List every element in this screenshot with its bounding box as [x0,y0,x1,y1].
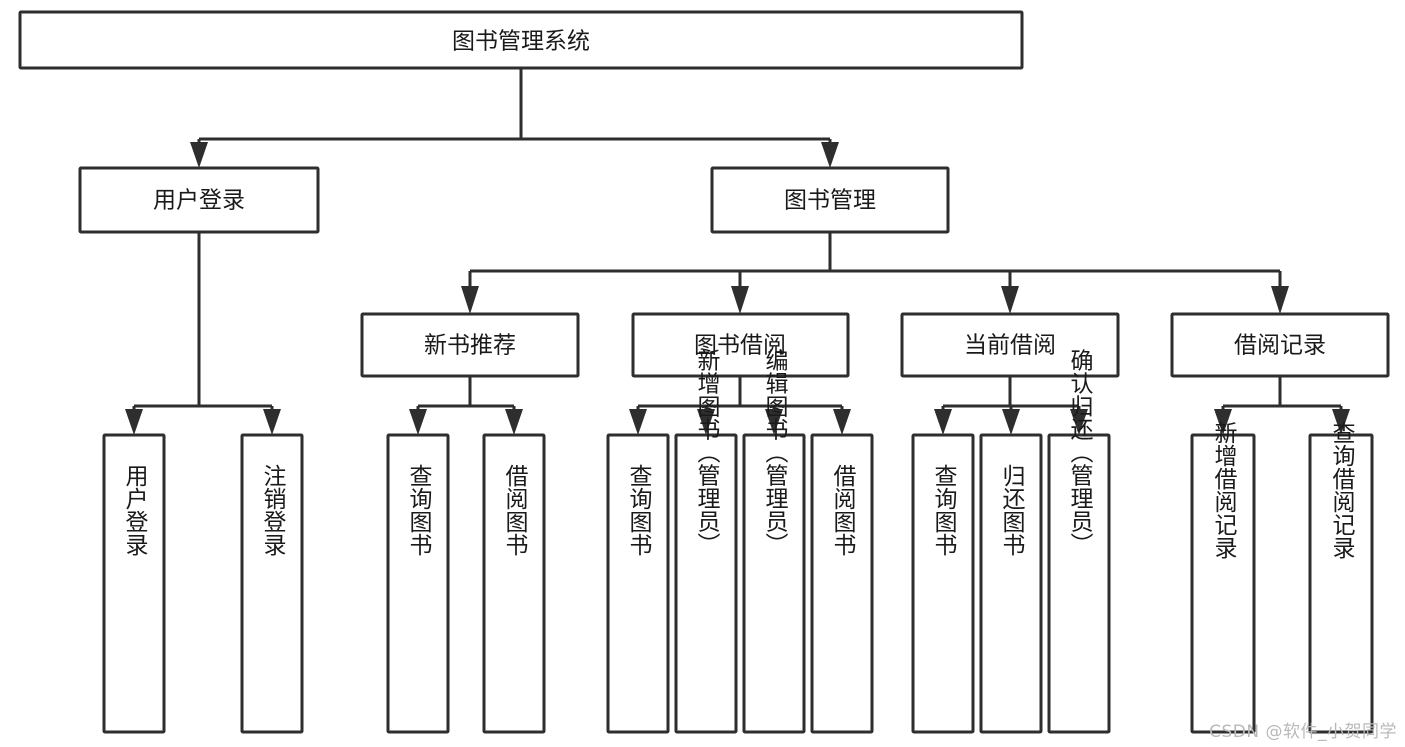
arrow-to-user-login-icon [190,142,208,168]
node-user-login-label: 用户登录 [153,188,245,214]
arrow-to-current-borrow-icon [1001,286,1019,314]
arrow-to-borrow-record-icon [1271,286,1289,314]
node-leaf-query-book-1-label: 查询图书 [405,464,433,556]
node-leaf-query-book-2-box[interactable] [606,433,670,734]
arrow-to-book-borrow-icon [731,286,749,314]
arrow-to-leaf-logout-login-icon [263,409,281,435]
node-borrow-record[interactable]: 借阅记录 [1170,312,1390,378]
node-leaf-confirm-return-box[interactable] [1047,433,1111,734]
node-leaf-add-book[interactable]: 新增图书（管理员） [674,349,738,734]
node-leaf-logout-login-box[interactable] [240,433,304,734]
node-leaf-logout-login-label: 注销登录 [259,464,287,556]
node-new-book-recommend-box[interactable] [360,312,580,378]
arrow-to-leaf-borrow-book-1-icon [505,409,523,435]
node-book-manage-box[interactable] [710,166,950,234]
node-user-login[interactable]: 用户登录 [78,166,320,234]
node-leaf-query-borrow-record-box[interactable] [1308,433,1374,734]
node-leaf-return-book-label: 归还图书 [998,464,1026,556]
node-root[interactable]: 图书管理系统 [18,10,1024,70]
arrow-to-leaf-query-book-3-icon [934,409,952,435]
node-leaf-add-book-label: 新增图书（管理员） [693,349,721,556]
arrow-to-leaf-query-book-1-icon [409,409,427,435]
node-leaf-return-book[interactable]: 归还图书 [979,433,1043,734]
node-leaf-confirm-return[interactable]: 确认归还（管理员） [1047,349,1111,734]
node-leaf-query-book-1-box[interactable] [386,433,450,734]
arrow-to-leaf-user-login-icon [125,409,143,435]
node-current-borrow-label: 当前借阅 [964,333,1056,359]
node-leaf-query-book-2[interactable]: 查询图书 [606,433,670,734]
node-leaf-query-borrow-record[interactable]: 查询借阅记录 [1308,421,1374,734]
node-leaf-query-book-3-label: 查询图书 [930,464,958,556]
node-book-borrow-label: 图书借阅 [694,333,786,359]
node-leaf-query-book-3-box[interactable] [911,433,975,734]
arrow-to-leaf-add-book-icon [697,409,715,435]
node-leaf-edit-book-box[interactable] [742,433,806,734]
node-current-borrow[interactable]: 当前借阅 [900,312,1120,378]
node-leaf-query-borrow-record-label: 查询借阅记录 [1328,421,1356,559]
node-new-book-recommend[interactable]: 新书推荐 [360,312,580,378]
arrow-to-leaf-query-borrow-record-icon [1332,409,1350,435]
node-leaf-edit-book[interactable]: 编辑图书（管理员） [742,349,806,734]
node-leaf-add-book-box[interactable] [674,433,738,734]
node-leaf-return-book-box[interactable] [979,433,1043,734]
node-leaf-borrow-book-2[interactable]: 借阅图书 [810,433,874,734]
node-book-borrow[interactable]: 图书借阅 [631,312,850,378]
arrow-to-leaf-return-book-icon [1002,409,1020,435]
node-leaf-borrow-book-2-box[interactable] [810,433,874,734]
node-leaf-borrow-book-1[interactable]: 借阅图书 [482,433,546,734]
node-new-book-recommend-label: 新书推荐 [424,333,516,359]
node-leaf-query-book-1[interactable]: 查询图书 [386,433,450,734]
arrow-to-leaf-query-book-2-icon [629,409,647,435]
node-book-manage-label: 图书管理 [784,188,876,214]
node-leaf-borrow-book-2-label: 借阅图书 [829,464,857,556]
node-leaf-add-borrow-record-label: 新增借阅记录 [1210,421,1238,559]
csdn-watermark: CSDN @软件_小贺同学 [1209,722,1397,742]
arrow-to-new-book-recommend-icon [461,286,479,314]
node-leaf-confirm-return-label: 确认归还（管理员） [1066,349,1094,556]
node-leaf-borrow-book-1-box[interactable] [482,433,546,734]
node-leaf-edit-book-label: 编辑图书（管理员） [761,349,789,556]
node-root-label: 图书管理系统 [452,29,590,55]
node-leaf-user-login-label: 用户登录 [121,464,149,556]
node-book-manage[interactable]: 图书管理 [710,166,950,234]
node-leaf-add-borrow-record[interactable]: 新增借阅记录 [1190,421,1256,734]
arrow-to-leaf-confirm-return-icon [1070,409,1088,435]
node-leaf-query-book-2-label: 查询图书 [625,464,653,556]
node-leaf-borrow-book-1-label: 借阅图书 [501,464,529,556]
edges-layer [125,68,1350,435]
node-leaf-query-book-3[interactable]: 查询图书 [911,433,975,734]
node-book-borrow-box[interactable] [631,312,850,378]
arrow-to-leaf-edit-book-icon [765,409,783,435]
node-borrow-record-box[interactable] [1170,312,1390,378]
node-user-login-box[interactable] [78,166,320,234]
node-borrow-record-label: 借阅记录 [1234,333,1326,359]
node-leaf-user-login[interactable]: 用户登录 [102,433,166,734]
node-leaf-user-login-box[interactable] [102,433,166,734]
node-current-borrow-box[interactable] [900,312,1120,378]
arrow-to-leaf-add-borrow-record-icon [1214,409,1232,435]
node-leaf-logout-login[interactable]: 注销登录 [240,433,304,734]
arrow-to-book-manage-icon [821,142,839,168]
node-root-box[interactable] [18,10,1024,70]
arrow-to-leaf-borrow-book-2-icon [833,409,851,435]
node-leaf-add-borrow-record-box[interactable] [1190,433,1256,734]
